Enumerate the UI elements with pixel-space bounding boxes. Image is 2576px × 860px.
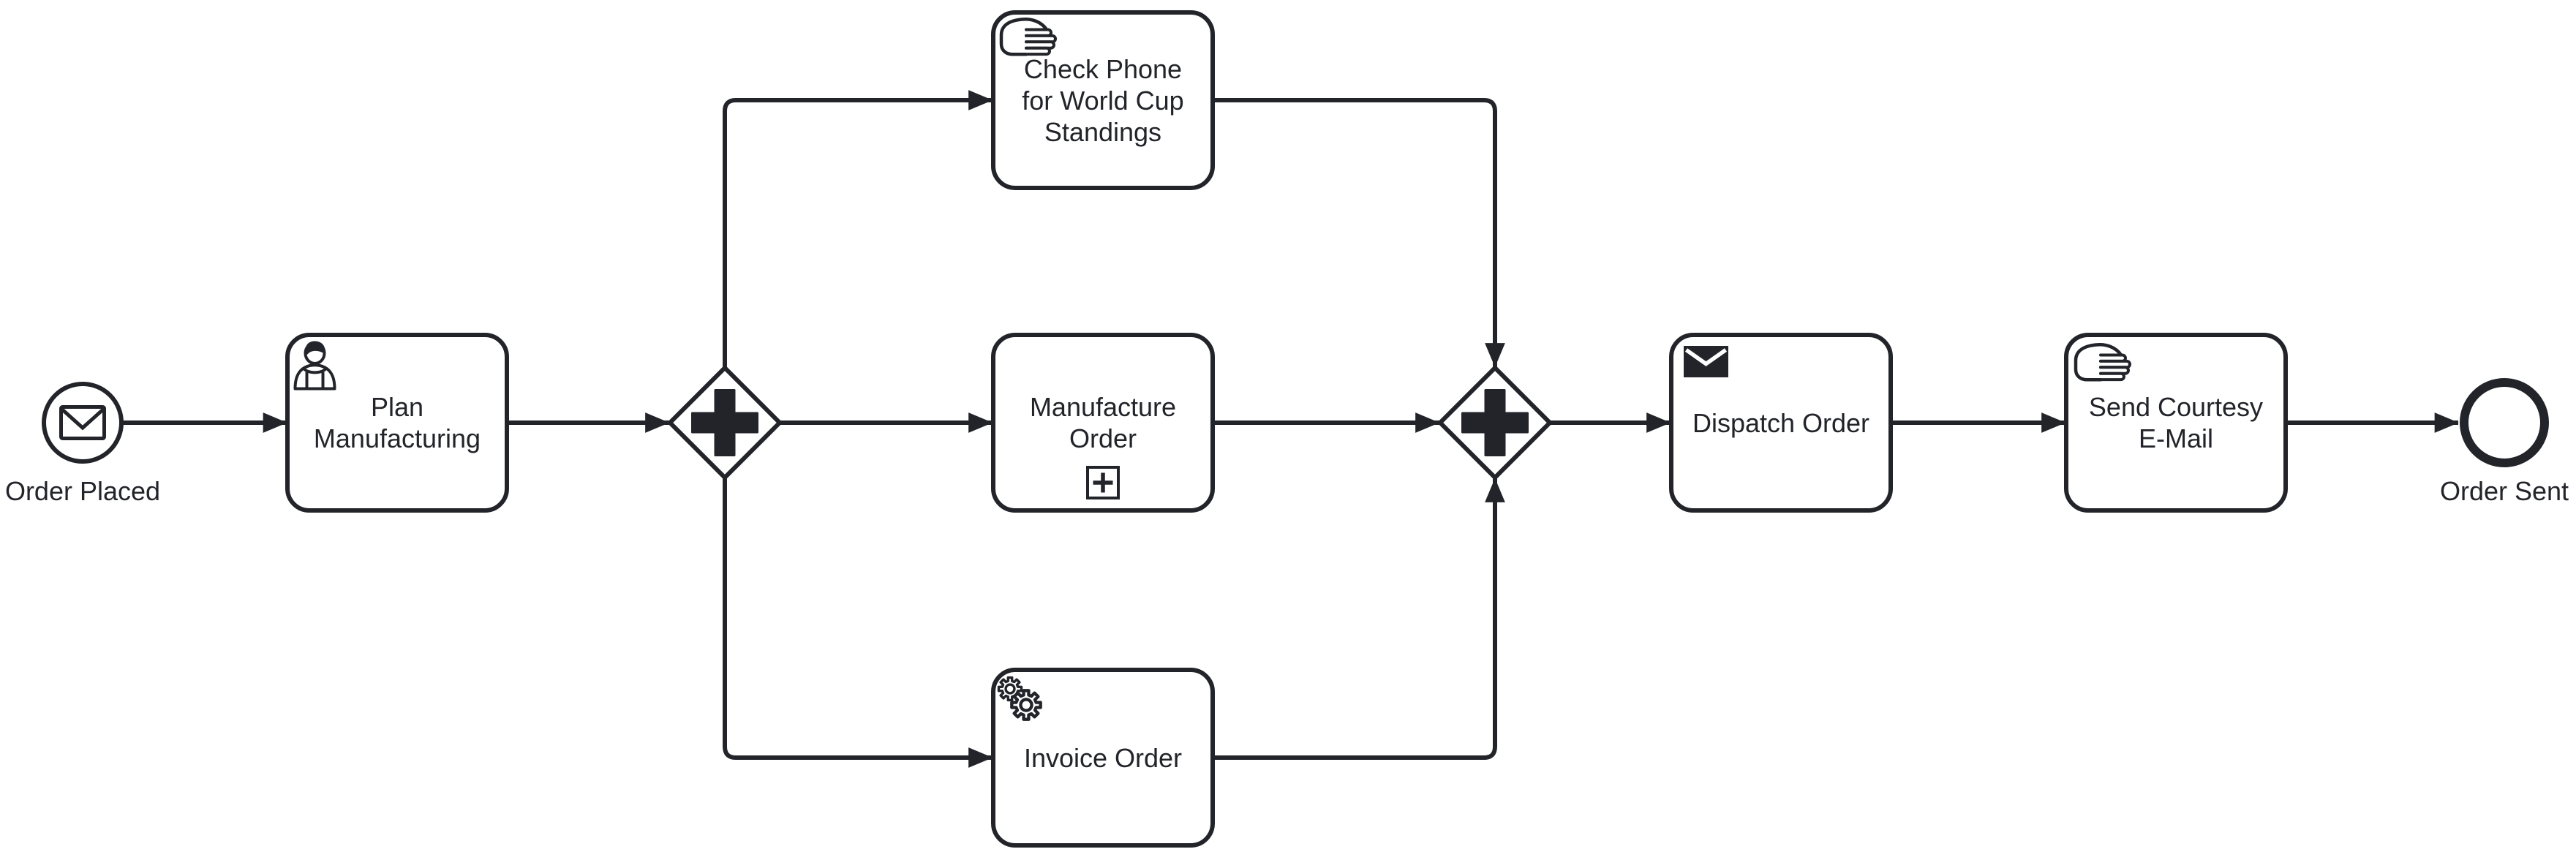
start-event-order-placed[interactable] [42, 382, 124, 464]
task-plan-manufacturing[interactable] [285, 333, 509, 513]
flow-invoice-to-join-gateway[interactable] [1213, 478, 1505, 760]
envelope-outline-icon [59, 405, 106, 440]
task-dispatch-order[interactable] [1669, 333, 1893, 513]
parallel-gateway-join[interactable] [1438, 366, 1552, 480]
end-event-order-sent[interactable] [2460, 378, 2549, 467]
subprocess-plus-marker[interactable] [1086, 466, 1120, 499]
plus-marker [691, 389, 758, 456]
envelope-filled-icon [1684, 346, 1728, 377]
task-invoice-order[interactable] [991, 668, 1215, 848]
plus-marker [1461, 389, 1529, 456]
flow-check-phone-to-join-gateway[interactable] [1213, 98, 1505, 368]
task-manufacture-order-subprocess[interactable] [991, 333, 1215, 513]
task-check-phone[interactable] [991, 10, 1215, 190]
sequence-flows [122, 90, 2459, 768]
user-icon [293, 341, 336, 391]
parallel-gateway-split[interactable] [668, 366, 782, 480]
flow-split-gateway-to-check-phone[interactable] [723, 90, 993, 367]
flow-split-gateway-to-invoice[interactable] [723, 478, 993, 768]
